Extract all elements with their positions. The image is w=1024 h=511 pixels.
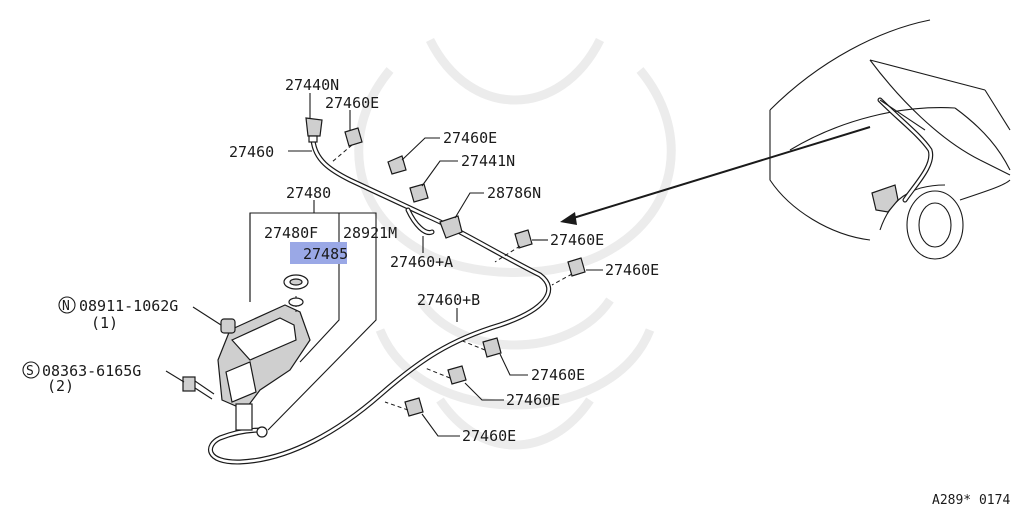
nozzle-part [305, 117, 323, 143]
prefix-s: S [26, 364, 34, 379]
qty-08911: (1) [91, 314, 118, 332]
prefix-n: N [62, 299, 70, 314]
label-27460-plus-A: 27460+A [390, 253, 453, 271]
label-27441N: 27441N [461, 152, 515, 170]
clip-part-d [551, 257, 586, 286]
check-valve-part [409, 183, 429, 203]
car-front-illustration [769, 19, 1011, 260]
highlight-box [290, 242, 347, 264]
label-27460E-b: 27460E [443, 129, 497, 147]
nut-part [220, 318, 236, 334]
label-27460: 27460 [229, 143, 274, 161]
joint-part [439, 215, 463, 239]
clip-part-f [424, 365, 467, 385]
label-27460E-e: 27460E [531, 366, 585, 384]
label-27460E-g: 27460E [462, 427, 516, 445]
prefix-circle-s [22, 361, 40, 379]
tank-cap [283, 274, 309, 307]
label-27480F: 27480F [264, 224, 318, 242]
qty-08363: (2) [47, 377, 74, 395]
clip-part-b [387, 155, 407, 175]
label-28921M: 28921M [343, 224, 397, 242]
diagram-code: A289* 0174 [932, 493, 1010, 508]
label-27460E-c: 27460E [550, 231, 604, 249]
bolt-part [182, 376, 215, 400]
pointer-arrow [560, 126, 871, 225]
clip-part-c [494, 229, 533, 263]
prefix-circle-n [58, 296, 76, 314]
leader-lines [165, 93, 603, 437]
clip-part-e [459, 337, 502, 358]
watermark-emblem [354, 37, 676, 450]
label-27460-plus-B: 27460+B [417, 291, 480, 309]
label-28786N: 28786N [487, 184, 541, 202]
label-08911-1062G: 08911-1062G [79, 297, 178, 315]
label-27460E-top: 27460E [325, 94, 379, 112]
washer-tank [217, 296, 311, 438]
label-27460E-d: 27460E [605, 261, 659, 279]
label-27460E-f: 27460E [506, 391, 560, 409]
label-27480: 27480 [286, 184, 331, 202]
label-27485: 27485 [303, 245, 348, 263]
label-27440N: 27440N [285, 76, 339, 94]
clip-part-top [331, 127, 363, 163]
label-08363-6165G: 08363-6165G [42, 362, 141, 380]
clip-part-g [384, 397, 424, 417]
